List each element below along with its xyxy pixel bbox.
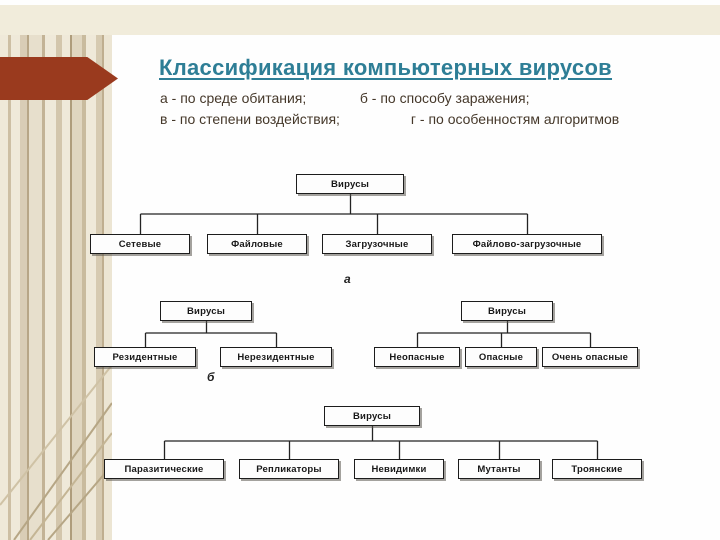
tree-b-child-resident: Резидентные	[94, 347, 196, 367]
legend-line-2: в - по степени воздействия; г - по особе…	[160, 109, 619, 130]
tree-c-child-dangerous: Опасные	[465, 347, 537, 367]
tree-d-child-replicators: Репликаторы	[239, 459, 339, 479]
diagonal-lines-decor	[0, 364, 112, 540]
tree-d-root: Вирусы	[324, 406, 420, 426]
slide-title: Классификация компьютерных вирусов	[159, 55, 613, 80]
tree-a-child-file-boot: Файлово-загрузочные	[452, 234, 602, 254]
tree-c-child-very-dangerous: Очень опасные	[542, 347, 638, 367]
top-decor-bar	[0, 5, 720, 35]
legend-item-g: г - по особенностям алгоритмов	[410, 111, 620, 127]
legend-item-a: а - по среде обитания;	[160, 90, 307, 106]
tree-b-child-nonresident: Нерезидентные	[220, 347, 332, 367]
tree-a-child-boot: Загрузочные	[322, 234, 432, 254]
tree-b-label: б	[207, 370, 215, 384]
tree-d-child-stealth: Невидимки	[354, 459, 444, 479]
tree-d-child-mutants: Мутанты	[458, 459, 540, 479]
tree-a-child-network: Сетевые	[90, 234, 190, 254]
left-stripe-decor	[0, 35, 112, 540]
legend-item-v: в - по степени воздействия;	[160, 111, 340, 127]
tree-d-child-parasitic: Паразитические	[104, 459, 224, 479]
tree-a-root: Вирусы	[296, 174, 404, 194]
legend-item-b: б - по способу заражения;	[359, 90, 530, 106]
tree-b-root: Вирусы	[160, 301, 252, 321]
legend: а - по среде обитания; б - по способу за…	[160, 88, 619, 130]
tree-c-child-harmless: Неопасные	[374, 347, 460, 367]
tree-a-child-file: Файловые	[207, 234, 307, 254]
tree-c-root: Вирусы	[461, 301, 553, 321]
tree-d-child-trojans: Троянские	[552, 459, 642, 479]
legend-line-1: а - по среде обитания; б - по способу за…	[160, 88, 619, 109]
tree-a-label: а	[344, 272, 351, 286]
